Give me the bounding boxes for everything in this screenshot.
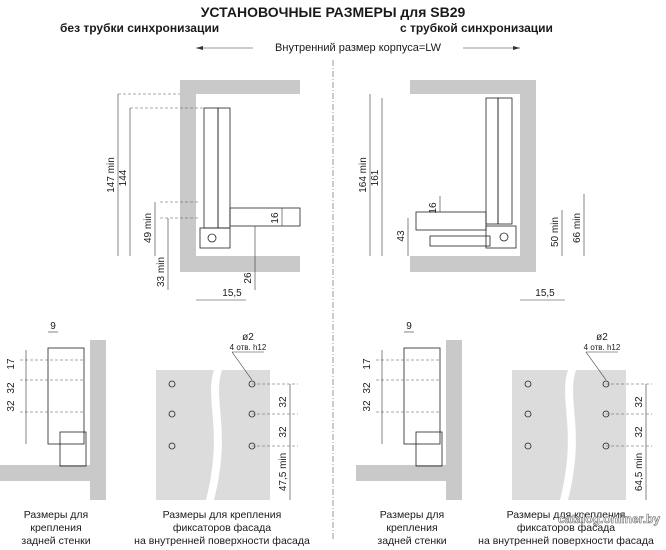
dim-144: 144 — [118, 169, 129, 186]
drawing-title: УСТАНОВОЧНЫЕ РАЗМЕРЫ для SB29 — [201, 4, 466, 20]
bracket-screw-icon-r — [499, 232, 509, 242]
bw-back-panel-r — [403, 347, 441, 445]
bw-dim-32a-r: 32 — [362, 382, 373, 394]
fp-dim-32a-r: 32 — [634, 396, 645, 408]
fixing-hole-icon — [168, 442, 176, 450]
dim-161: 161 — [370, 169, 381, 186]
bw-dim-32b: 32 — [6, 400, 17, 412]
cabinet-top-panel — [180, 80, 300, 94]
fp-dim-32a: 32 — [278, 396, 289, 408]
watermark: catalog.onliner.by — [558, 512, 660, 526]
bw-bottom — [0, 465, 106, 481]
front-caption-2-r: фиксаторов фасада — [517, 522, 615, 534]
back-caption-3-r: задней стенки — [377, 535, 446, 547]
dim-147: 147 min — [106, 157, 117, 193]
drawer-side-r — [485, 97, 499, 225]
bw-side-r — [446, 340, 462, 500]
cabinet-bottom-panel — [180, 256, 300, 272]
back-wall-right: 9 17 32 32 Размеры для крепления задней … — [356, 321, 462, 547]
front-caption-3: на внутренней поверхности фасада — [134, 535, 310, 547]
front-panel-right-half-r — [568, 370, 626, 500]
dim-66: 66 min — [572, 213, 583, 243]
fp-dim-32b-r: 32 — [634, 426, 645, 438]
left-heading: без трубки синхронизации — [60, 21, 219, 35]
drawer-bottom — [229, 207, 301, 227]
fixing-hole-icon — [524, 442, 532, 450]
runner-profile — [203, 107, 219, 229]
bw-dim-32a: 32 — [6, 382, 17, 394]
back-caption-1-r: Размеры для — [380, 509, 445, 521]
dim-43: 43 — [396, 230, 407, 242]
front-caption-2: фиксаторов фасада — [173, 522, 271, 534]
bw-back-panel — [47, 347, 85, 445]
lw-arrow-left — [196, 46, 203, 50]
dim-16-r: 16 — [428, 202, 439, 214]
back-caption-1: Размеры для — [24, 509, 89, 521]
cabinet-side-panel-r — [520, 80, 536, 272]
dim-49: 49 min — [143, 213, 154, 243]
dim-33: 33 min — [156, 257, 167, 287]
back-caption-2-r: крепления — [386, 522, 437, 534]
drawer-side — [217, 107, 231, 229]
right-heading: с трубкой синхронизации — [400, 21, 553, 35]
fp-phi: ø2 — [242, 332, 254, 343]
front-panel-left-half-r — [512, 370, 568, 500]
lw-label-bg — [253, 40, 463, 54]
dim-155: 15,5 — [222, 288, 242, 299]
cabinet-bottom-panel-r — [410, 256, 536, 272]
front-caption-3-r: на внутренней поверхности фасада — [478, 535, 654, 547]
front-caption-1-r: Размеры для крепления — [507, 509, 626, 521]
left-top-view: 147 min 144 49 min 33 min 16 26 15,5 — [106, 80, 301, 301]
front-caption-1: Размеры для крепления — [163, 509, 282, 521]
bw-clip — [59, 431, 87, 467]
dim-155-r: 15,5 — [535, 288, 555, 299]
bw-side — [90, 340, 106, 500]
bw-clip-r — [415, 431, 443, 467]
drawer-bottom-r — [415, 211, 487, 231]
fp-phi-r: ø2 — [596, 332, 608, 343]
bw-dim-9-r: 9 — [406, 321, 412, 332]
sync-tube — [429, 235, 491, 247]
front-panel-right-half — [214, 370, 270, 500]
bw-dim-32b-r: 32 — [362, 400, 373, 412]
front-panel-left-half — [156, 370, 214, 500]
dim-50: 50 min — [550, 217, 561, 247]
fp-dim-475: 47,5 min — [278, 453, 289, 491]
bw-dim-17-r: 17 — [362, 358, 373, 370]
fp-leader-arrow-r — [585, 351, 607, 381]
bw-dim-17: 17 — [6, 358, 17, 370]
fp-holes: 4 отв. h12 — [230, 343, 267, 352]
front-panel-left: ø2 4 отв. h12 32 32 47,5 min Размеры для… — [134, 332, 310, 547]
fp-dim-645: 64,5 min — [634, 453, 645, 491]
lw-arrow-right — [513, 46, 520, 50]
runner-bracket — [199, 227, 231, 249]
lw-label: Внутренний размер корпуса=LW — [275, 42, 442, 54]
runner-profile-r — [497, 97, 513, 225]
fp-leader-arrow — [231, 351, 253, 381]
dim-164: 164 min — [358, 157, 369, 193]
dim-16: 16 — [270, 212, 281, 224]
fp-holes-r: 4 отв. h12 — [584, 343, 621, 352]
fixing-hole-icon — [524, 380, 532, 388]
back-caption-2: крепления — [30, 522, 81, 534]
dim-26: 26 — [243, 272, 254, 284]
runner-bracket-r — [485, 225, 517, 249]
right-top-view: 164 min 161 43 16 50 min 66 min 15,5 — [358, 80, 585, 301]
back-wall-left: 9 17 32 32 Размеры для крепления задней … — [0, 321, 106, 547]
bracket-screw-icon — [207, 233, 217, 243]
fp-dim-32b: 32 — [278, 426, 289, 438]
back-caption-3: задней стенки — [21, 535, 90, 547]
fixing-hole-icon — [168, 410, 176, 418]
bw-dim-9: 9 — [50, 321, 56, 332]
cabinet-side-panel — [180, 80, 196, 272]
front-panel-right: ø2 4 отв. h12 32 32 64,5 min Размеры для… — [478, 332, 654, 547]
fixing-hole-icon — [524, 410, 532, 418]
cabinet-top-panel-r — [410, 80, 536, 94]
fixing-hole-icon — [168, 380, 176, 388]
bw-bottom-r — [356, 465, 462, 481]
